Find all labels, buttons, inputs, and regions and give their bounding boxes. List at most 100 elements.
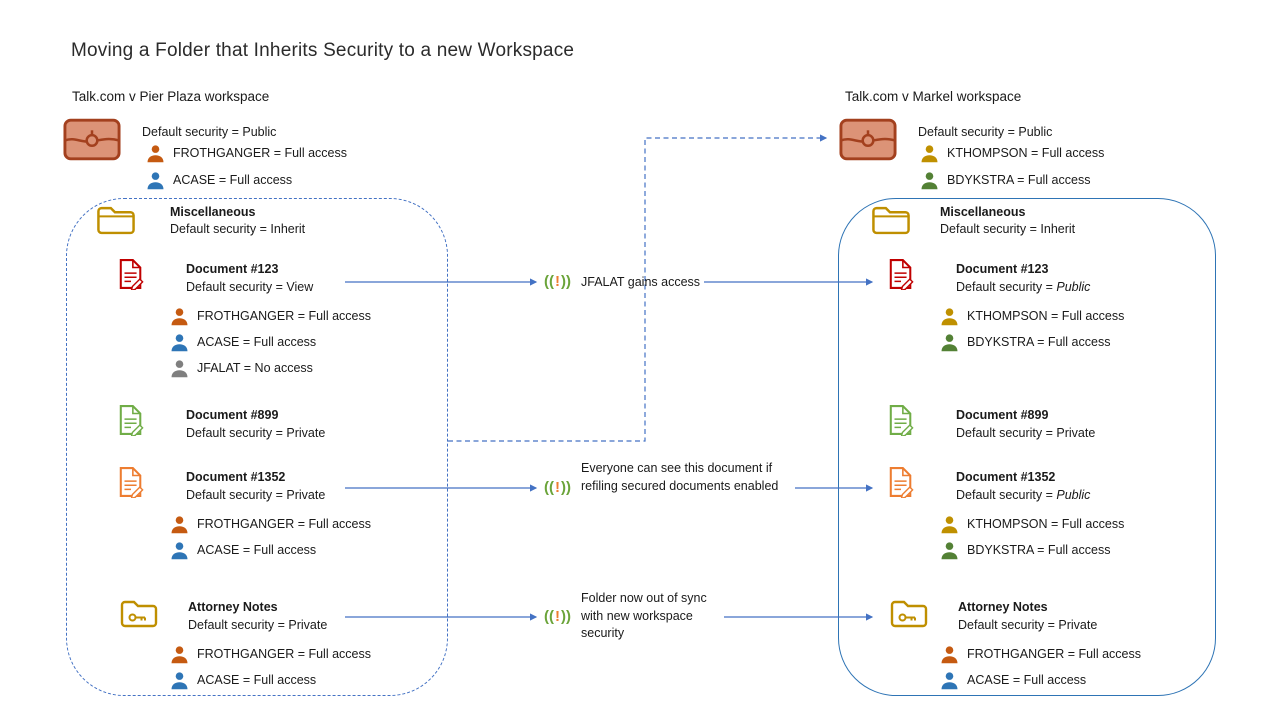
acl-label: ACASE = Full access	[197, 672, 317, 687]
folder-security: Default security = Private	[958, 617, 1098, 632]
alert-icon: ((!))	[544, 273, 571, 290]
document-security: Default security = Public	[956, 487, 1091, 502]
person-icon	[940, 645, 959, 664]
document-entry: Document #1352 Default security = Privat…	[118, 466, 371, 567]
annotation-jfalat-gains-access: JFALAT gains access	[581, 275, 701, 289]
person-icon	[170, 359, 189, 378]
alert-icon: ((!))	[544, 608, 571, 625]
acl-label: ACASE = Full access	[967, 672, 1087, 687]
secured-folder-entry: Attorney Notes Default security = Privat…	[120, 596, 371, 697]
workspace-security: Default security = Public	[918, 125, 1053, 139]
person-icon	[940, 307, 959, 326]
acl-label: FROTHGANGER = Full access	[197, 646, 371, 661]
page-title: Moving a Folder that Inherits Security t…	[71, 40, 575, 61]
acl-label: ACASE = Full access	[197, 334, 317, 349]
acl-row: ACASE = Full access	[170, 333, 371, 352]
acl-row: FROTHGANGER = Full access	[170, 645, 371, 664]
acl-row: FROTHGANGER = Full access	[170, 307, 371, 326]
folder-title: Miscellaneous	[170, 205, 256, 219]
briefcase-icon	[63, 116, 121, 163]
document-title: Document #123	[186, 262, 279, 276]
folder-heading: Miscellaneous Default security = Inherit	[940, 204, 1075, 238]
acl-row: ACASE = Full access	[170, 671, 371, 690]
document-edit-icon	[118, 404, 144, 436]
folder-key-icon	[890, 598, 928, 628]
acl-label: JFALAT = No access	[197, 360, 313, 375]
acl-row: BDYKSTRA = Full access	[940, 541, 1124, 560]
acl-label: KTHOMPSON = Full access	[967, 308, 1125, 323]
person-icon	[170, 515, 189, 534]
acl-label: BDYKSTRA = Full access	[947, 173, 1091, 188]
folder-key-icon	[120, 598, 158, 628]
secured-folder-entry: Attorney Notes Default security = Privat…	[890, 596, 1141, 697]
document-title: Document #899	[186, 408, 279, 422]
acl-row: ACASE = Full access	[146, 171, 292, 190]
folder-icon	[871, 204, 911, 235]
document-entry: Document #899 Default security = Private	[888, 404, 1095, 442]
document-security: Default security = Private	[186, 487, 326, 502]
workspace-security: Default security = Public	[142, 125, 277, 139]
document-title: Document #123	[956, 262, 1049, 276]
left-workspace-container	[66, 198, 448, 696]
left-workspace-label: Talk.com v Pier Plaza workspace	[72, 89, 270, 104]
acl-row: BDYKSTRA = Full access	[920, 171, 1090, 190]
person-icon	[170, 671, 189, 690]
briefcase-icon	[839, 116, 897, 163]
document-title: Document #1352	[956, 470, 1056, 484]
document-security: Default security = Private	[956, 425, 1096, 440]
document-entry: Document #899 Default security = Private	[118, 404, 325, 442]
document-edit-icon	[118, 466, 144, 498]
folder-security: Default security = Inherit	[940, 221, 1076, 236]
folder-security: Default security = Inherit	[170, 221, 306, 236]
person-icon	[940, 541, 959, 560]
folder-title: Attorney Notes	[188, 600, 278, 614]
document-edit-icon	[118, 258, 144, 290]
document-entry: Document #1352 Default security = Public…	[888, 466, 1124, 567]
annotation-folder-out-of-sync: Folder now out of sync with new workspac…	[581, 591, 707, 640]
folder-title: Attorney Notes	[958, 600, 1048, 614]
acl-row: ACASE = Full access	[170, 541, 371, 560]
person-icon	[146, 171, 165, 190]
acl-label: FROTHGANGER = Full access	[967, 646, 1141, 661]
acl-row: KTHOMPSON = Full access	[940, 307, 1124, 326]
document-security: Default security = View	[186, 279, 314, 294]
acl-row: FROTHGANGER = Full access	[940, 645, 1141, 664]
person-icon	[940, 333, 959, 352]
person-icon	[940, 515, 959, 534]
acl-row: JFALAT = No access	[170, 359, 371, 378]
acl-row: KTHOMPSON = Full access	[940, 515, 1124, 534]
acl-row: ACASE = Full access	[940, 671, 1141, 690]
acl-label: FROTHGANGER = Full access	[197, 308, 371, 323]
acl-row: FROTHGANGER = Full access	[170, 515, 371, 534]
acl-label: BDYKSTRA = Full access	[967, 334, 1111, 349]
folder-heading: Miscellaneous Default security = Inherit	[170, 204, 305, 238]
acl-label: KTHOMPSON = Full access	[967, 516, 1125, 531]
person-icon	[920, 144, 939, 163]
person-icon	[940, 671, 959, 690]
person-icon	[146, 144, 165, 163]
folder-title: Miscellaneous	[940, 205, 1026, 219]
document-edit-icon	[888, 258, 914, 290]
document-title: Document #1352	[186, 470, 286, 484]
folder-security: Default security = Private	[188, 617, 328, 632]
acl-label: BDYKSTRA = Full access	[967, 542, 1111, 557]
document-edit-icon	[888, 404, 914, 436]
document-security: Default security = Private	[186, 425, 326, 440]
right-workspace-label: Talk.com v Markel workspace	[845, 89, 1022, 104]
person-icon	[920, 171, 939, 190]
acl-row: KTHOMPSON = Full access	[920, 144, 1104, 163]
acl-label: FROTHGANGER = Full access	[173, 146, 347, 161]
acl-label: KTHOMPSON = Full access	[947, 146, 1105, 161]
acl-row: BDYKSTRA = Full access	[940, 333, 1124, 352]
person-icon	[170, 645, 189, 664]
folder-icon	[96, 204, 136, 235]
acl-label: ACASE = Full access	[197, 542, 317, 557]
alert-icon: ((!))	[544, 479, 571, 496]
person-icon	[170, 541, 189, 560]
document-entry: Document #123 Default security = View FR…	[118, 258, 371, 385]
document-title: Document #899	[956, 408, 1049, 422]
document-entry: Document #123 Default security = Public …	[888, 258, 1124, 359]
person-icon	[170, 307, 189, 326]
document-edit-icon	[888, 466, 914, 498]
person-icon	[170, 333, 189, 352]
